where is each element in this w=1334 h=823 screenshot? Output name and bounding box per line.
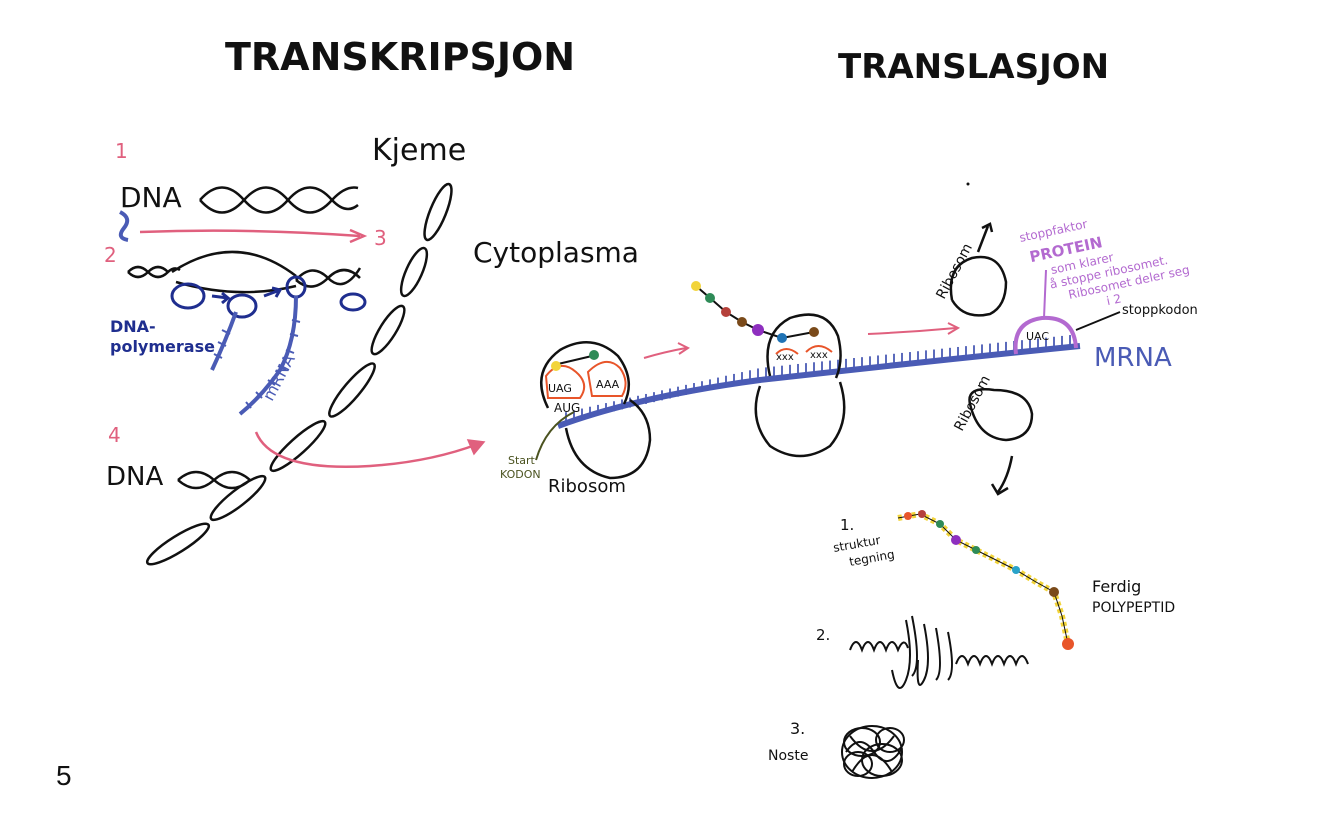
dna-label-bottom: DNA: [106, 462, 163, 492]
tangled-protein-ball: [842, 726, 904, 778]
transcription-title: TRANSKRIPSJON: [225, 35, 575, 79]
mrna-strand: [558, 335, 1080, 426]
ribosome-2: [756, 315, 844, 456]
start-codon-label-line2: KODON: [500, 468, 541, 481]
start-codon-label-line1: Start: [508, 454, 536, 467]
folded-helix-coil: [850, 616, 1028, 688]
folding-step-3: 3.: [790, 719, 805, 738]
codon-start-top: UAG: [548, 382, 572, 395]
codon-start-bottom: AUG: [554, 401, 580, 415]
codon-pair: AAA: [596, 378, 620, 391]
protein-desc-4: i 2: [1105, 291, 1122, 308]
page-number: 5: [56, 760, 72, 792]
nuclear-membrane: [143, 181, 456, 570]
polymerase-label-line2: polymerase: [110, 337, 215, 356]
stop-codon-sequence: UAC: [1026, 330, 1049, 343]
transcription-step-4: 4: [108, 423, 121, 447]
dot-mark: [967, 183, 970, 186]
transcription-step-2: 2: [104, 243, 117, 267]
finished-label-line2: POLYPEPTID: [1092, 600, 1175, 616]
polymerase-label-line1: DNA-: [110, 317, 156, 336]
dna-helix-top: [200, 188, 358, 213]
arrow-ribosome-2-to-stop: [868, 323, 958, 334]
ribosome-label-2: Ribosom: [933, 241, 976, 302]
nucleus-label: Kjeme: [372, 133, 466, 168]
arrow-step-1-to-3: [140, 230, 364, 242]
codon-x-2: xxx: [810, 350, 828, 361]
finished-label-line1: Ferdig: [1092, 577, 1141, 596]
bracket-mark: [120, 212, 128, 240]
transcription-mrna-label: mRNA: [259, 351, 299, 404]
folding-step-2: 2.: [816, 626, 830, 644]
transcription-step-3: 3: [374, 226, 387, 250]
dna-label-top: DNA: [120, 181, 182, 214]
growing-polypeptide-chain: [691, 281, 832, 354]
codon-x-1: xxx: [776, 352, 794, 363]
transcription-step-1: 1: [115, 139, 128, 163]
ribosome-label-3: Ribosom: [951, 373, 994, 434]
folding-step-1: 1.: [840, 516, 854, 534]
translation-title: TRANSLASJON: [838, 47, 1109, 87]
cytoplasm-label: Cytoplasma: [473, 236, 639, 269]
arrow-ribosome-1-to-2: [644, 343, 688, 358]
translation-mrna-label: MRNA: [1094, 343, 1172, 373]
ribosome-label-1: Ribosom: [548, 476, 626, 497]
dna-transcription-bubble: [128, 252, 360, 292]
dna-helix-bottom: [178, 472, 250, 488]
folding-step-3-label: Noste: [768, 748, 808, 764]
stop-codon-label: stoppkodon: [1122, 303, 1198, 318]
